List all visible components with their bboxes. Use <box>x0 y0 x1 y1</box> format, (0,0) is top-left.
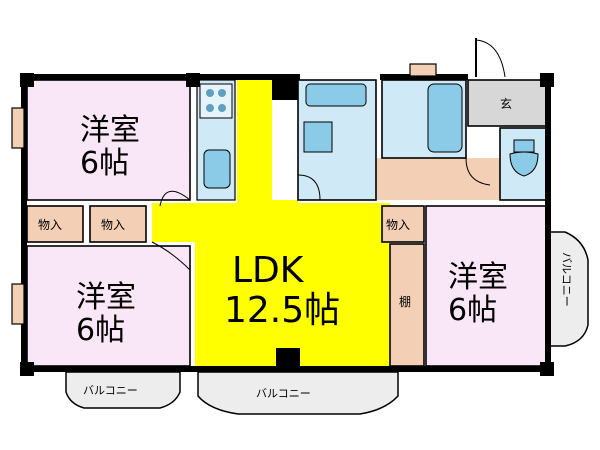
ldk-size: 12.5帖 <box>224 290 340 331</box>
balcony-southwest-label: バルコニー <box>83 384 138 397</box>
bedroom-nw-size: 6帖 <box>80 146 129 181</box>
bedroom-nw-name: 洋室 <box>80 113 140 148</box>
bedroom-e-size: 6帖 <box>448 293 497 328</box>
balcony-south-center <box>197 371 399 415</box>
bedroom-sw-size: 6帖 <box>76 313 125 348</box>
stove-burner-4 <box>218 104 226 112</box>
bedroom-e-floor <box>426 206 546 366</box>
closet-3-floor <box>382 206 424 242</box>
entrance-floor <box>468 80 546 126</box>
balcony-south-center-label: バルコニー <box>256 387 311 400</box>
bedroom-sw-floor <box>27 246 190 366</box>
balcony-southwest <box>65 371 181 409</box>
bedroom-sw-name: 洋室 <box>76 280 136 315</box>
stove-panel <box>199 83 233 119</box>
windows <box>11 63 437 325</box>
entrance-label: 玄 <box>500 96 512 111</box>
toilet-icon <box>509 139 539 177</box>
shelf-floor <box>390 244 424 366</box>
closet-2-floor <box>90 206 146 242</box>
ldk-name: LDK <box>232 250 305 291</box>
stove-burner-1 <box>206 89 214 97</box>
kitchen-sink <box>203 149 231 189</box>
closet-1-floor <box>27 206 83 242</box>
bedroom-e-name: 洋室 <box>448 260 508 295</box>
balcony-east-label: バルコニー <box>560 252 573 307</box>
stove-burner-3 <box>206 104 214 112</box>
closet-3-label: 物入 <box>386 218 410 232</box>
washing-machine <box>303 121 333 153</box>
balcony-east <box>547 231 589 347</box>
closet-1-label: 物入 <box>38 218 62 232</box>
bathtub <box>427 83 463 153</box>
door-swings <box>151 39 506 271</box>
stove-burner-2 <box>218 89 226 97</box>
shelf-label: 棚 <box>399 294 411 309</box>
closet-2-label: 物入 <box>101 218 125 232</box>
wash-basin <box>305 83 367 107</box>
ldk-floor <box>152 80 390 366</box>
columns <box>20 73 554 376</box>
hallway-floor <box>376 158 500 200</box>
bedroom-nw-floor <box>27 80 190 200</box>
